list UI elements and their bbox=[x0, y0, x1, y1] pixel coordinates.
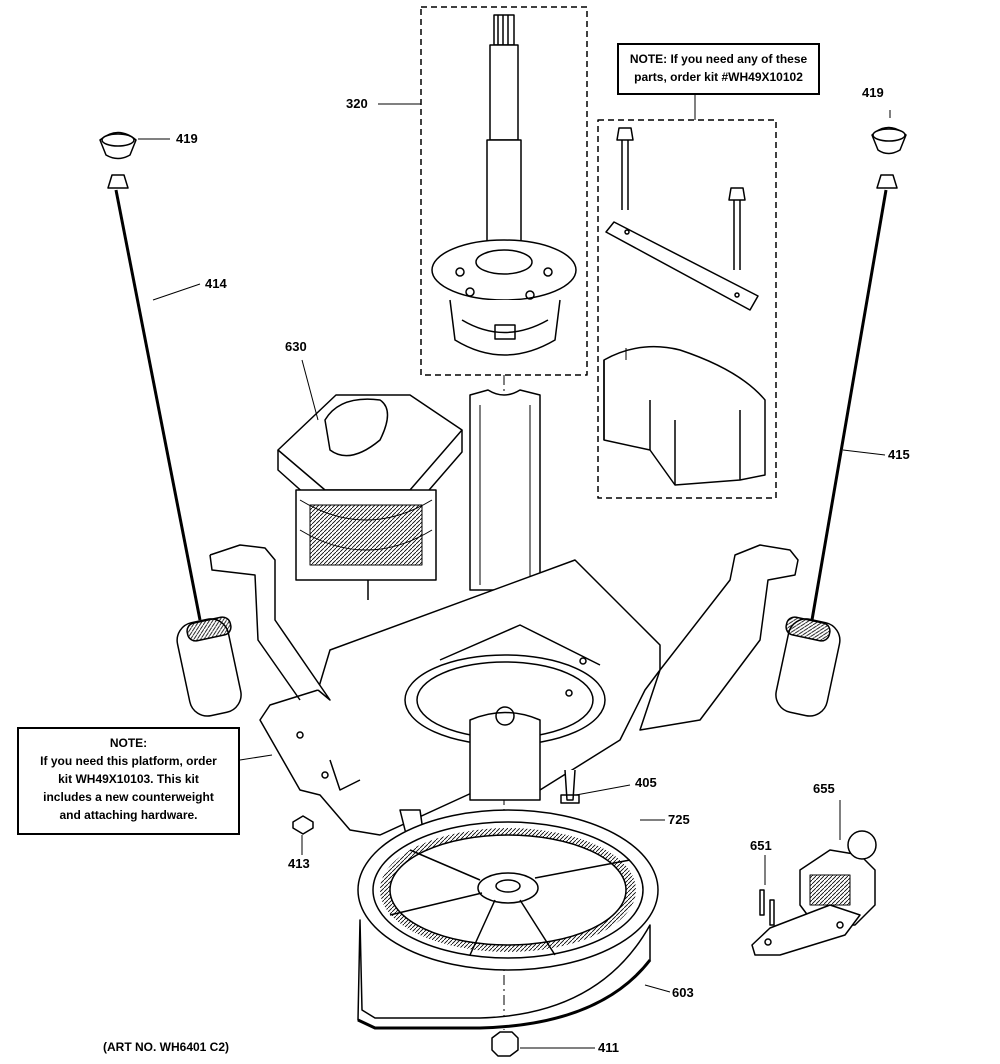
note-left-line-4: and attaching hardware. bbox=[59, 808, 198, 822]
note-platform-kit: NOTE: If you need this platform, order k… bbox=[17, 727, 240, 835]
drain-pump-655 bbox=[751, 830, 877, 956]
note-counterweight-kit: NOTE: If you need any of these parts, or… bbox=[617, 43, 820, 95]
screws-651 bbox=[759, 889, 775, 926]
label-405: 405 bbox=[635, 775, 657, 790]
washer-413 bbox=[292, 815, 314, 835]
note-left-line-2: kit WH49X10103. This kit bbox=[58, 772, 199, 786]
note-top-line-2: parts, order kit #WH49X10102 bbox=[634, 70, 803, 84]
label-320: 320 bbox=[346, 96, 368, 111]
label-411: 411 bbox=[598, 1040, 619, 1055]
nut-411 bbox=[491, 1031, 519, 1057]
counterweight bbox=[603, 345, 766, 486]
label-655: 655 bbox=[813, 781, 835, 796]
label-419-left: 419 bbox=[176, 131, 198, 146]
note-left-line-1: If you need this platform, order bbox=[40, 754, 217, 768]
label-725: 725 bbox=[668, 812, 690, 827]
suspension-rod-right bbox=[775, 126, 907, 717]
leader-lines bbox=[138, 95, 891, 1049]
drive-motor bbox=[277, 394, 463, 600]
transmission-assembly bbox=[431, 14, 577, 356]
label-630: 630 bbox=[285, 339, 307, 354]
transmission-group-box bbox=[420, 6, 588, 376]
label-415: 415 bbox=[888, 447, 910, 462]
platform bbox=[209, 544, 799, 851]
counterweight-hardware bbox=[605, 127, 759, 311]
note-left-line-3: includes a new counterweight bbox=[43, 790, 214, 804]
suspension-rod-left bbox=[99, 131, 242, 717]
label-603: 603 bbox=[672, 985, 694, 1000]
drive-pulley bbox=[357, 809, 659, 971]
art-number: (ART NO. WH6401 C2) bbox=[103, 1040, 230, 1054]
bolt-405 bbox=[560, 769, 580, 804]
note-top-line-1: NOTE: If you need any of these bbox=[629, 52, 808, 66]
center-post bbox=[469, 389, 541, 591]
note-left-heading: NOTE: bbox=[109, 736, 148, 750]
label-414: 414 bbox=[205, 276, 227, 291]
label-419-right: 419 bbox=[862, 85, 884, 100]
counterweight-kit-box bbox=[597, 119, 777, 499]
label-413: 413 bbox=[288, 856, 310, 871]
label-651: 651 bbox=[750, 838, 772, 853]
